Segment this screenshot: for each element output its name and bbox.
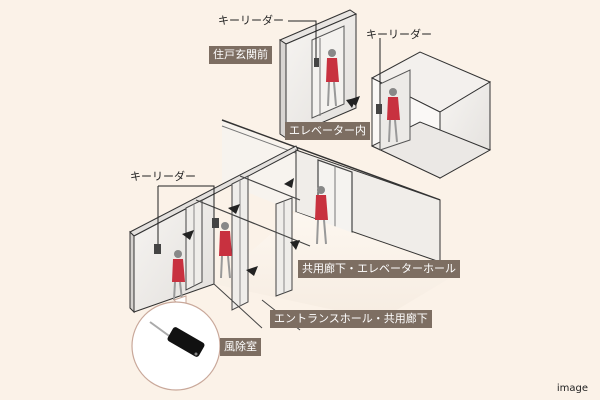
- ground-floor-building: [129, 119, 460, 331]
- label-windbreak-room: 風除室: [220, 338, 261, 356]
- person-icon: [315, 186, 328, 245]
- image-caption: image: [556, 383, 588, 394]
- callout-leaders: [157, 20, 381, 244]
- auto-door-1: [185, 199, 203, 291]
- person-icon: [326, 49, 339, 107]
- callout-key-reader-entrance: キーリーダー: [130, 170, 196, 183]
- person-icon: [219, 222, 232, 279]
- key-reader-icon: [212, 218, 219, 228]
- elevator-cabin: [348, 51, 492, 179]
- auto-door-2: [231, 175, 249, 311]
- label-residence-entrance: 住戸玄関前: [209, 46, 272, 64]
- key-fob-magnifier: [131, 295, 221, 391]
- auto-door-3: [275, 197, 293, 297]
- callout-key-reader-residence: キーリーダー: [218, 14, 284, 27]
- label-corridor-elevator-hall: 共用廊下・エレベーターホール: [298, 260, 460, 278]
- person-icon: [387, 88, 400, 143]
- key-fob-icon: [149, 321, 205, 357]
- key-reader-icon: [154, 244, 161, 254]
- arrow-icons: [182, 178, 300, 276]
- callout-key-reader-elevator: キーリーダー: [366, 28, 432, 41]
- residence-door-panel: [278, 9, 358, 139]
- label-entrance-hall-corridor: エントランスホール・共用廊下: [270, 310, 432, 328]
- label-elevator-inside: エレベーター内: [285, 122, 370, 140]
